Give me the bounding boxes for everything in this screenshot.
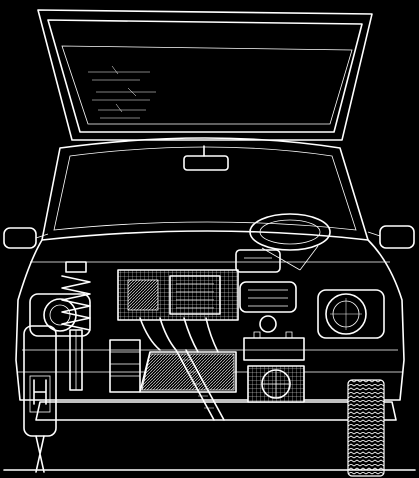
front-wheel-right [347, 379, 385, 477]
side-mirror-left [3, 227, 49, 249]
suspension-strut [61, 261, 91, 391]
side-mirror-right [367, 225, 415, 249]
front-wheel-left [23, 325, 57, 473]
steering-wheel [249, 213, 331, 271]
headlamp-right [317, 289, 385, 339]
exhaust-pipe [175, 349, 225, 421]
air-filter [239, 281, 297, 333]
radiator-and-fan [247, 365, 305, 403]
brake-fluid-reservoir [235, 249, 281, 273]
battery [243, 331, 305, 361]
open-hood [37, 9, 373, 141]
